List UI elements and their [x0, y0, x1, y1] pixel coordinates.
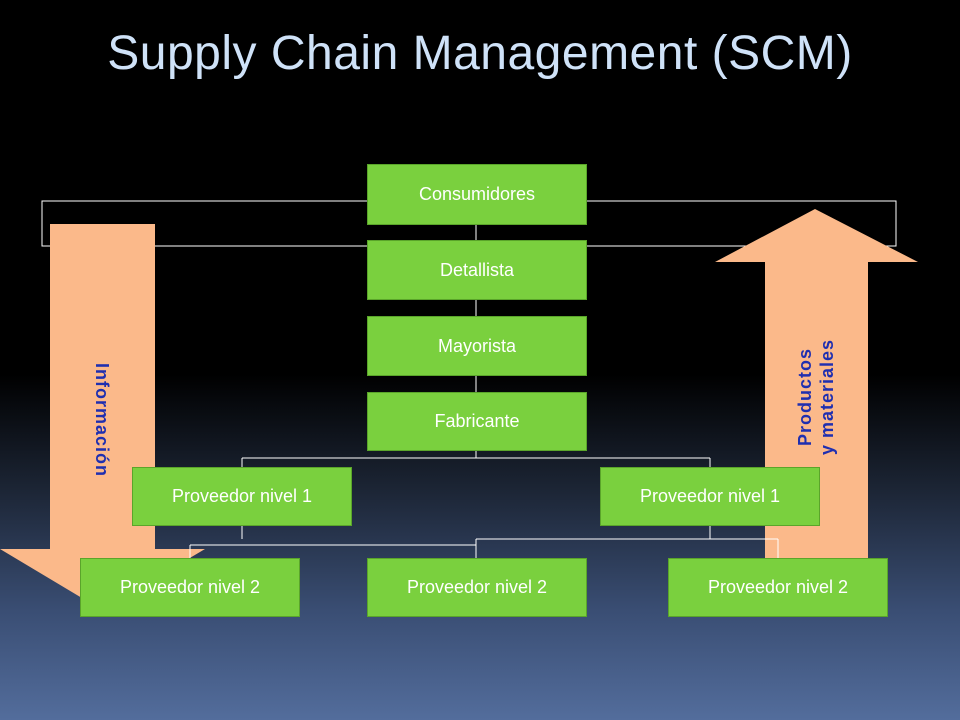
- node-detallista: Detallista: [367, 240, 587, 300]
- node-proveedor-nivel2-left: Proveedor nivel 2: [80, 558, 300, 617]
- node-consumidores: Consumidores: [367, 164, 587, 225]
- node-proveedor-nivel1-right: Proveedor nivel 1: [600, 467, 820, 526]
- information-label: Información: [92, 363, 112, 478]
- node-proveedor-nivel1-left: Proveedor nivel 1: [132, 467, 352, 526]
- node-fabricante: Fabricante: [367, 392, 587, 451]
- products-label: Productos y materiales: [795, 338, 837, 456]
- node-proveedor-nivel2-center: Proveedor nivel 2: [367, 558, 587, 617]
- slide-title: Supply Chain Management (SCM): [107, 27, 853, 80]
- node-proveedor-nivel2-right: Proveedor nivel 2: [668, 558, 888, 617]
- node-mayorista: Mayorista: [367, 316, 587, 376]
